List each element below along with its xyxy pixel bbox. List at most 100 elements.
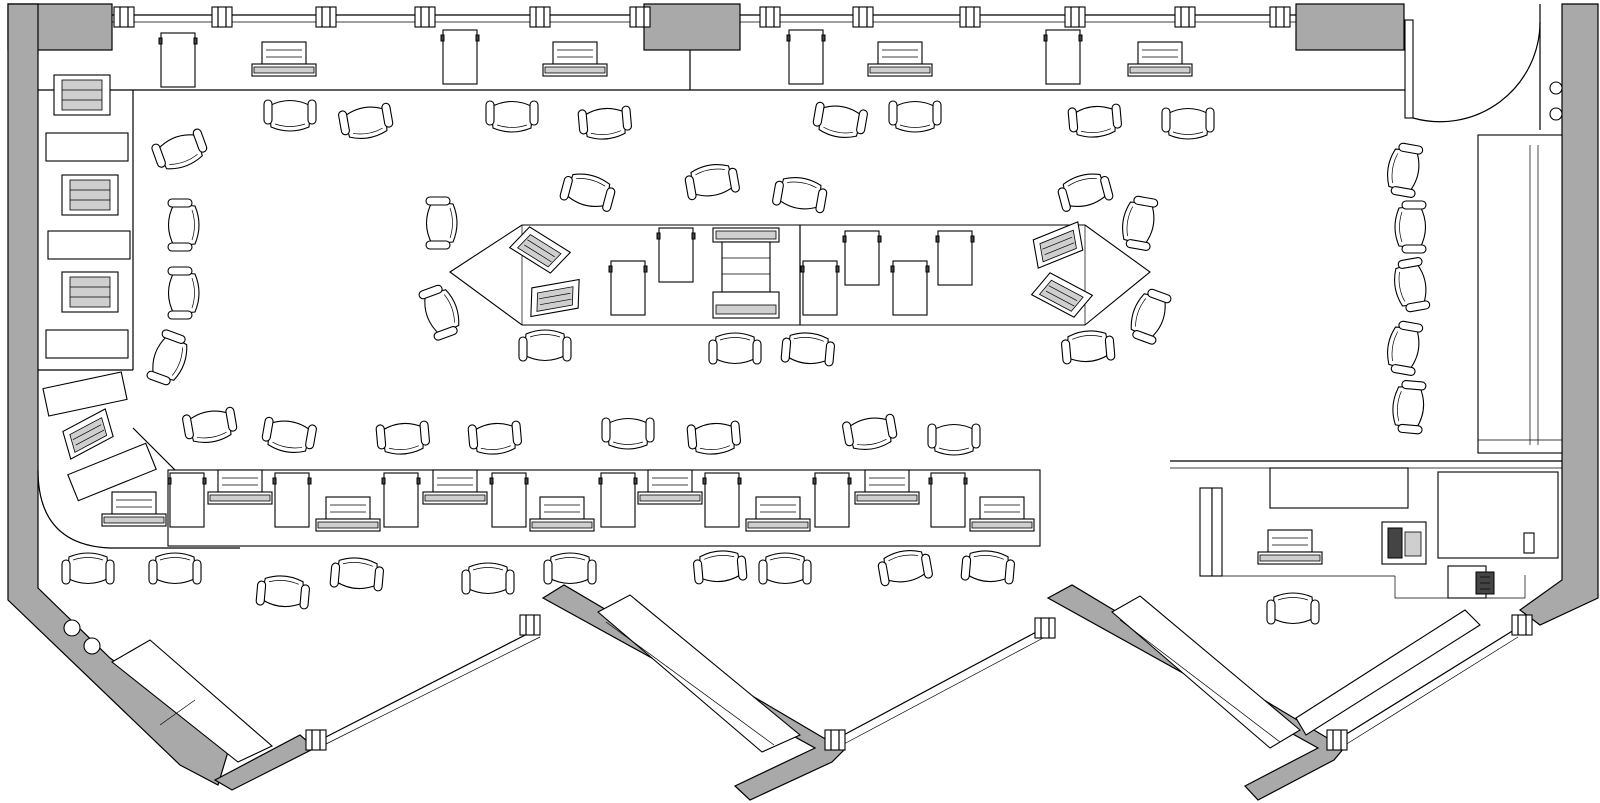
window-bottom-3 bbox=[1339, 629, 1515, 739]
printer bbox=[207, 469, 273, 505]
chair bbox=[780, 330, 836, 367]
chair bbox=[461, 562, 515, 595]
chair bbox=[771, 173, 830, 214]
desk bbox=[67, 442, 157, 502]
desk bbox=[1043, 29, 1083, 85]
office-workstation bbox=[1170, 460, 1562, 599]
chair bbox=[259, 416, 318, 457]
desk bbox=[158, 32, 198, 88]
chair bbox=[1266, 592, 1320, 625]
desk bbox=[812, 472, 852, 528]
computer bbox=[53, 74, 111, 116]
chair bbox=[1054, 168, 1115, 213]
window-frame bbox=[315, 6, 337, 28]
chair bbox=[1383, 318, 1424, 377]
chair bbox=[1390, 379, 1427, 435]
window-frame bbox=[629, 6, 651, 28]
cabinet bbox=[1437, 471, 1559, 559]
desk bbox=[489, 472, 529, 528]
chair bbox=[145, 328, 194, 389]
chair bbox=[960, 548, 1016, 585]
bench bbox=[1111, 595, 1301, 749]
chair bbox=[758, 552, 812, 585]
chair bbox=[1124, 285, 1173, 346]
printer bbox=[867, 41, 933, 77]
window-benches bbox=[63, 594, 1481, 763]
chair bbox=[692, 548, 748, 585]
chair bbox=[810, 101, 869, 142]
bench bbox=[597, 594, 802, 753]
desk bbox=[1269, 467, 1409, 509]
desk bbox=[928, 472, 968, 528]
desk bbox=[842, 230, 882, 286]
right-cabinet bbox=[1477, 134, 1563, 454]
desk bbox=[45, 329, 129, 359]
desk bbox=[440, 29, 480, 85]
window-frame bbox=[1326, 729, 1348, 751]
desk bbox=[702, 472, 742, 528]
window-frame bbox=[414, 6, 436, 28]
printer bbox=[542, 41, 608, 77]
window-frame bbox=[824, 729, 846, 751]
windows bbox=[112, 6, 1533, 751]
chair bbox=[337, 102, 396, 143]
desk bbox=[45, 132, 129, 162]
chair bbox=[1394, 200, 1427, 254]
window-frame bbox=[529, 6, 551, 28]
central-island bbox=[449, 221, 1151, 326]
chair bbox=[927, 423, 981, 456]
chair bbox=[888, 100, 942, 133]
printer bbox=[529, 496, 595, 532]
printer bbox=[422, 469, 488, 505]
wall-pillar-top-1 bbox=[643, 3, 741, 51]
chair bbox=[686, 420, 742, 457]
chair bbox=[543, 552, 597, 585]
printer bbox=[101, 491, 167, 527]
chair bbox=[375, 420, 431, 457]
desk bbox=[890, 260, 930, 316]
chair bbox=[682, 160, 741, 201]
window-frame bbox=[959, 6, 981, 28]
window-frame bbox=[1064, 6, 1086, 28]
printer bbox=[969, 496, 1035, 532]
window-frame bbox=[305, 729, 327, 751]
chair bbox=[875, 546, 934, 587]
left-workstations bbox=[42, 74, 167, 527]
door[interactable] bbox=[1404, 4, 1563, 130]
phone bbox=[1381, 521, 1427, 565]
window-frame bbox=[759, 6, 781, 28]
chair bbox=[558, 168, 619, 213]
desk bbox=[935, 230, 975, 286]
printer bbox=[1127, 41, 1193, 77]
chair bbox=[417, 281, 466, 342]
chair bbox=[1161, 107, 1215, 140]
bench bbox=[111, 639, 273, 763]
chair bbox=[577, 105, 633, 142]
chair bbox=[150, 127, 211, 176]
desk bbox=[47, 230, 131, 260]
chair bbox=[181, 406, 240, 447]
desk bbox=[598, 472, 638, 528]
printer bbox=[637, 469, 703, 505]
window-bottom-1 bbox=[319, 629, 536, 741]
laptop bbox=[57, 408, 119, 460]
fax-machine bbox=[1447, 565, 1495, 599]
window-bottom-2 bbox=[837, 629, 1041, 739]
printer bbox=[251, 41, 317, 77]
window-frame bbox=[1269, 6, 1291, 28]
printer bbox=[315, 496, 381, 532]
window-frame bbox=[852, 6, 874, 28]
partitions bbox=[37, 50, 1563, 549]
window-frame bbox=[211, 6, 233, 28]
window-frame bbox=[1034, 617, 1056, 639]
computer bbox=[61, 271, 119, 313]
chair bbox=[148, 552, 202, 585]
computer bbox=[61, 174, 119, 216]
wall-pillar-top-2 bbox=[1295, 3, 1405, 51]
chair bbox=[708, 332, 762, 365]
desk bbox=[786, 29, 826, 85]
window-frame bbox=[113, 6, 135, 28]
printer bbox=[745, 496, 811, 532]
chair bbox=[167, 266, 200, 320]
